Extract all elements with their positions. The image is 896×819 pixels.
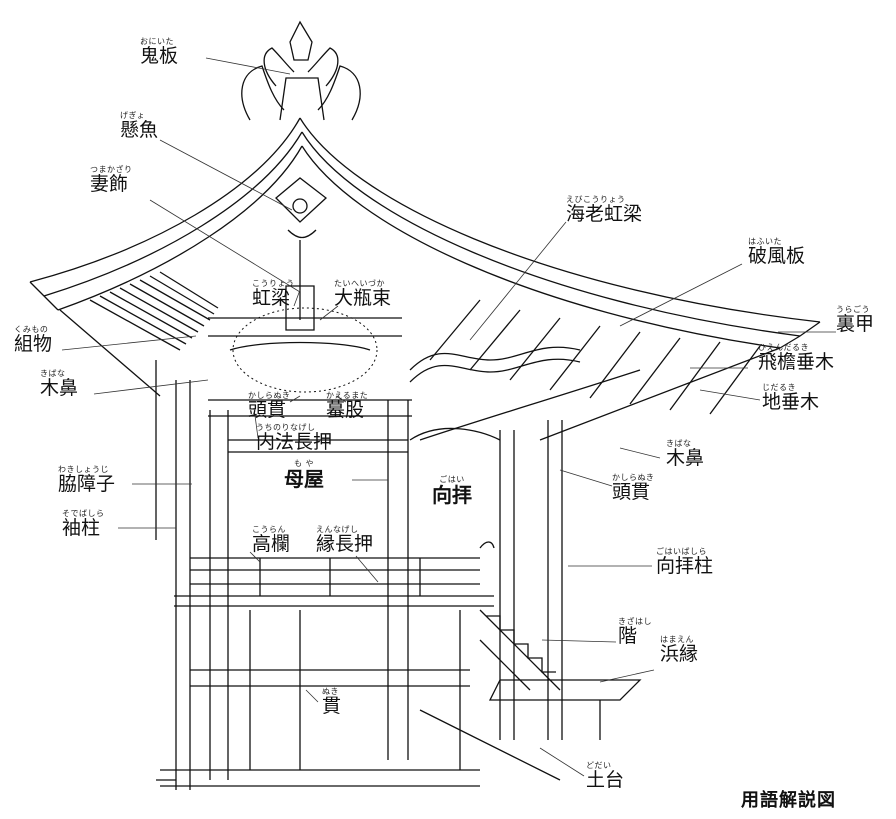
- lower-frame: [156, 610, 561, 787]
- term-hiendaruki: 飛檐垂木: [758, 351, 835, 373]
- term-kibana-2: 木鼻: [666, 447, 705, 469]
- label-hiendaruki: ひえんだるき 飛檐垂木: [758, 344, 834, 372]
- ruby-onita: おにいた: [140, 37, 174, 46]
- label-kaerumata: かえるまた 蟇股: [326, 392, 368, 420]
- label-uragou: うらごう 裏甲: [836, 306, 874, 334]
- label-hamaen: はまえん 浜縁: [660, 636, 698, 664]
- label-kashiranuki-2: かしらぬき 頭貫: [612, 474, 654, 502]
- label-kibana-2: きばな 木鼻: [666, 440, 704, 468]
- label-ennageshi: えんなげし 縁長押: [316, 526, 373, 554]
- ruby-koryo: こうりょう: [252, 279, 295, 288]
- ruby-koran: こうらん: [252, 525, 286, 534]
- ruby-moya: も や: [293, 459, 315, 468]
- ruby-hiendaruki: ひえんだるき: [758, 343, 809, 352]
- term-hafuita: 破風板: [748, 245, 806, 267]
- label-kizahashi: きざはし 階: [618, 618, 652, 646]
- term-kizahashi: 階: [618, 625, 638, 647]
- ruby-kohaibashira: ごはいばしら: [656, 547, 707, 556]
- term-ennageshi: 縁長押: [316, 533, 374, 555]
- term-kohaibashira: 向拝柱: [656, 555, 714, 577]
- term-tsumakazari: 妻飾: [90, 173, 129, 195]
- term-uragou: 裏甲: [836, 313, 875, 335]
- ruby-ennageshi: えんなげし: [316, 525, 359, 534]
- label-sodebashira: そでばしら 袖柱: [62, 510, 105, 538]
- ruby-kibana-1: きばな: [40, 369, 66, 378]
- label-kumimono: くみもの 組物: [14, 326, 52, 354]
- label-koran: こうらん 高欄: [252, 526, 290, 554]
- ruby-jidaruki: じだるき: [762, 383, 796, 392]
- term-kibana-1: 木鼻: [40, 377, 79, 399]
- ruby-hafuita: はふいた: [748, 237, 782, 246]
- label-ebikoryo: えびこうりょう 海老虹梁: [566, 196, 642, 224]
- term-koran: 高欄: [252, 533, 291, 555]
- term-moya: 母屋: [284, 467, 324, 491]
- term-kaerumata: 蟇股: [326, 399, 365, 421]
- term-kohai: 向拝: [432, 483, 472, 507]
- term-dodai: 土台: [586, 769, 625, 791]
- ruby-uragou: うらごう: [836, 305, 870, 314]
- label-nuki: ぬき 貫: [322, 688, 341, 716]
- label-taiheizuka: たいへいづか 大瓶束: [334, 280, 391, 308]
- ruby-kibana-2: きばな: [666, 439, 692, 448]
- ruby-kashiranuki-1: かしらぬき: [248, 391, 291, 400]
- term-hamaen: 浜縁: [660, 643, 699, 665]
- term-kashiranuki-2: 頭貫: [612, 481, 651, 503]
- ruby-kashiranuki-2: かしらぬき: [612, 473, 655, 482]
- label-onita: おにいた 鬼板: [140, 38, 178, 66]
- term-nuki: 貫: [322, 695, 342, 717]
- ruby-uchinorinageshi: うちのりなげし: [256, 423, 316, 432]
- label-uchinorinageshi: うちのりなげし 内法長押: [256, 424, 332, 452]
- term-taiheizuka: 大瓶束: [334, 287, 392, 309]
- ruby-gegyo: げぎょ: [120, 111, 146, 120]
- main-roof: [29, 117, 821, 441]
- leader-lines: [61, 57, 836, 777]
- hamaen-platform: [488, 679, 642, 740]
- stairs: [479, 609, 561, 691]
- ruby-nuki: ぬき: [322, 687, 339, 696]
- term-uchinorinageshi: 内法長押: [256, 431, 333, 453]
- ruby-kohai: ごはい: [439, 475, 465, 484]
- ebi-koryo: [409, 346, 581, 371]
- label-kibana-1: きばな 木鼻: [40, 370, 78, 398]
- ruby-kumimono: くみもの: [14, 325, 49, 334]
- ruby-hamaen: はまえん: [660, 635, 694, 644]
- ruby-sodebashira: そでばしら: [62, 509, 105, 518]
- term-gegyo: 懸魚: [120, 119, 159, 141]
- onita-ornament: [241, 20, 361, 121]
- ruby-wakishoji: わきしょうじ: [58, 465, 109, 474]
- ruby-kizahashi: きざはし: [618, 617, 652, 626]
- kohai-porch: [409, 420, 563, 740]
- term-onita: 鬼板: [140, 45, 179, 67]
- moya-body: [155, 360, 412, 790]
- ruby-kaerumata: かえるまた: [326, 391, 369, 400]
- label-dodai: どだい 土台: [586, 762, 624, 790]
- term-kashiranuki-1: 頭貫: [248, 399, 287, 421]
- term-koryo: 虹梁: [252, 287, 291, 309]
- term-sodebashira: 袖柱: [62, 517, 101, 539]
- ruby-tsumakazari: つまかざり: [90, 165, 133, 174]
- label-kohai: ごはい 向拝: [432, 475, 472, 507]
- label-gegyo: げぎょ 懸魚: [120, 112, 158, 140]
- gable: [208, 177, 402, 351]
- label-kohaibashira: ごはいばしら 向拝柱: [656, 548, 713, 576]
- label-moya: も や 母屋: [284, 459, 324, 491]
- diagram-title: 用語解説図: [741, 790, 836, 811]
- label-wakishoji: わきしょうじ 脇障子: [58, 466, 115, 494]
- railing: [174, 541, 495, 607]
- term-kumimono: 組物: [14, 333, 53, 355]
- label-tsumakazari: つまかざり 妻飾: [90, 166, 133, 194]
- label-hafuita: はふいた 破風板: [748, 238, 805, 266]
- label-jidaruki: じだるき 地垂木: [762, 384, 819, 412]
- term-jidaruki: 地垂木: [762, 391, 820, 413]
- label-koryo: こうりょう 虹梁: [252, 280, 295, 308]
- ruby-ebikoryo: えびこうりょう: [566, 195, 626, 204]
- ruby-taiheizuka: たいへいづか: [334, 279, 385, 288]
- term-ebikoryo: 海老虹梁: [566, 203, 643, 225]
- ruby-dodai: どだい: [586, 761, 612, 770]
- label-kashiranuki-1: かしらぬき 頭貫: [248, 392, 290, 420]
- term-wakishoji: 脇障子: [58, 473, 116, 495]
